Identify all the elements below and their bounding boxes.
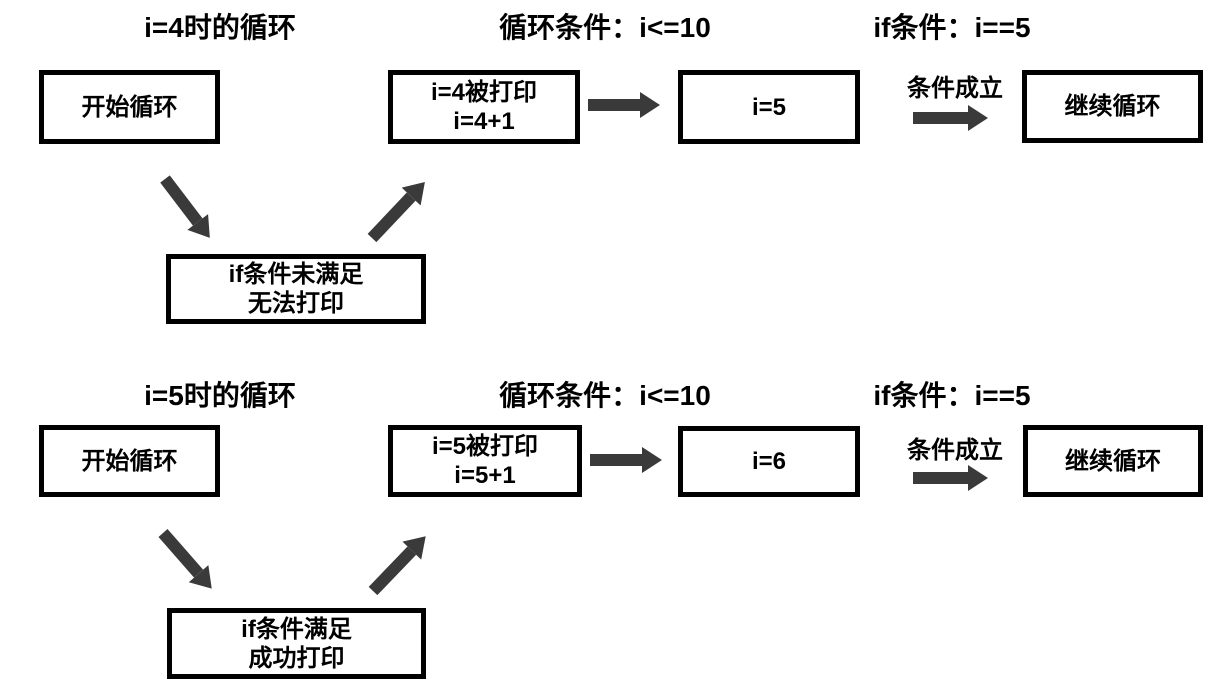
- heading-loop-i4: i=4时的循环: [144, 12, 296, 43]
- node-continue-label: 继续循环: [1064, 93, 1161, 120]
- arrow-right-icon: [588, 99, 640, 111]
- node-print-line2: i=4+1: [453, 108, 515, 135]
- arrow-down-right-icon: [158, 529, 204, 578]
- node-print-step: i=4被打印 i=4+1: [388, 70, 580, 144]
- condition-met-label: 条件成立: [907, 75, 1003, 102]
- node-if-result: if条件满足 成功打印: [167, 608, 426, 679]
- node-start-loop: 开始循环: [39, 425, 220, 497]
- node-continue-loop: 继续循环: [1022, 70, 1203, 143]
- heading-if-condition: if条件：i==5: [873, 12, 1031, 43]
- node-continue-loop: 继续循环: [1023, 425, 1203, 497]
- node-start-loop: 开始循环: [39, 70, 220, 144]
- node-start-loop-label: 开始循环: [81, 93, 178, 121]
- arrow-right-icon: [913, 472, 968, 484]
- arrow-right-icon: [590, 454, 642, 466]
- node-if-line2: 成功打印: [248, 644, 345, 672]
- node-print-line2: i=5+1: [454, 462, 516, 489]
- node-if-line1: if条件满足: [241, 615, 352, 643]
- condition-met-label: 条件成立: [907, 437, 1003, 464]
- node-continue-label: 继续循环: [1065, 447, 1161, 475]
- node-if-result: if条件未满足 无法打印: [166, 254, 426, 324]
- node-if-line2: 无法打印: [248, 290, 344, 317]
- node-print-step: i=5被打印 i=5+1: [388, 425, 582, 497]
- node-result-value: i=5: [678, 70, 860, 144]
- node-print-line1: i=4被打印: [430, 79, 538, 106]
- node-if-line1: if条件未满足: [228, 261, 364, 288]
- node-result-value: i=6: [678, 426, 860, 497]
- arrow-up-right-icon: [368, 546, 417, 596]
- node-result-label: i=6: [751, 448, 787, 475]
- heading-loop-condition: 循环条件：i<=10: [499, 12, 711, 43]
- node-start-loop-label: 开始循环: [81, 447, 178, 475]
- heading-loop-i5: i=5时的循环: [144, 380, 296, 411]
- node-result-label: i=5: [751, 93, 787, 121]
- heading-if-condition: if条件：i==5: [873, 380, 1031, 411]
- node-print-line1: i=5被打印: [431, 433, 539, 460]
- arrow-right-icon: [913, 112, 968, 124]
- heading-loop-condition: 循环条件：i<=10: [499, 380, 711, 411]
